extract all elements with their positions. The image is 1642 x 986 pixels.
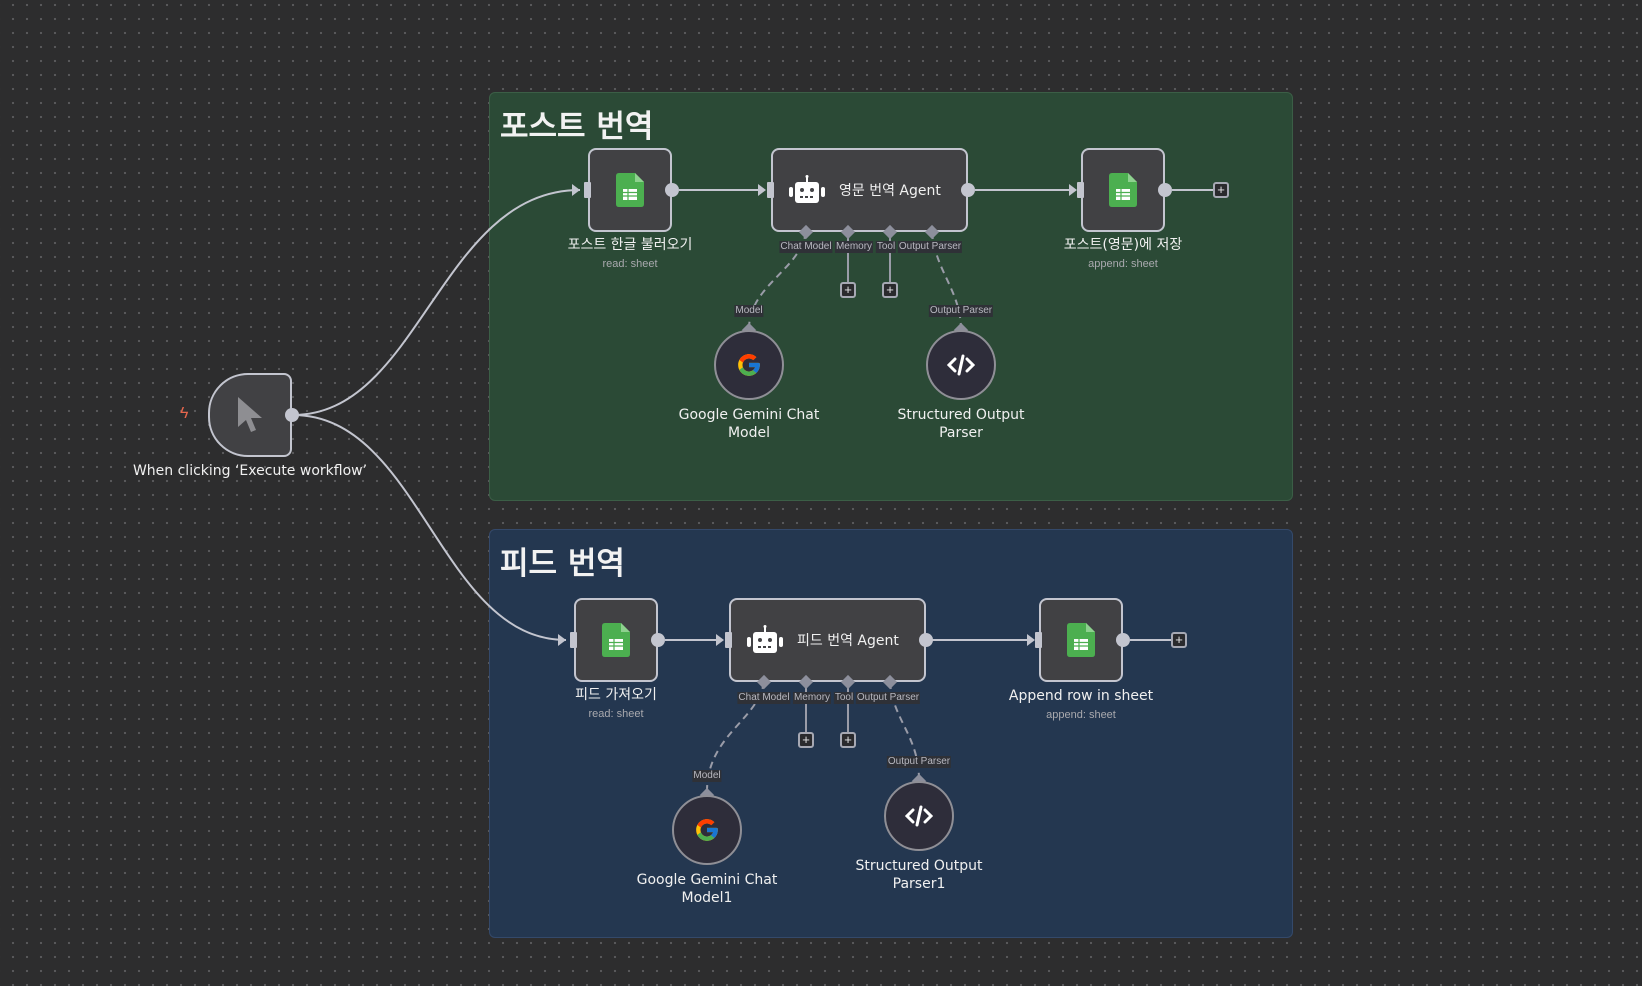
port-label-chat-model: Chat Model <box>737 692 791 704</box>
feed-save-title: Append row in sheet <box>1008 688 1154 704</box>
google-sheets-icon <box>616 173 644 207</box>
feed-read-input-handle[interactable] <box>570 632 577 648</box>
port-label-chat-model: Chat Model <box>779 241 833 253</box>
post-save-node[interactable] <box>1081 148 1165 232</box>
code-icon <box>947 354 975 376</box>
post-save-title: 포스트(영문)에 저장 <box>1063 237 1183 253</box>
feed-add-tool-button[interactable]: + <box>840 732 856 748</box>
port-label-output-parser: Output Parser <box>886 756 952 768</box>
post-save-subtitle: append: sheet <box>1088 258 1158 270</box>
feed-add-next-node-button[interactable]: + <box>1171 632 1187 648</box>
feed-agent-title: 피드 번역 Agent <box>797 633 899 649</box>
port-label-memory: Memory <box>792 692 832 704</box>
feed-parser-node[interactable] <box>884 781 954 851</box>
post-read-output-handle[interactable] <box>665 183 679 197</box>
google-sheets-icon <box>1109 173 1137 207</box>
port-label-memory: Memory <box>834 241 874 253</box>
feed-agent-node[interactable]: 피드 번역 Agent <box>729 598 926 682</box>
google-g-icon <box>696 819 718 841</box>
post-gemini-title: Google Gemini Chat Model <box>674 406 824 442</box>
post-add-tool-button[interactable]: + <box>882 282 898 298</box>
robot-icon <box>747 625 783 653</box>
trigger-node[interactable] <box>208 373 292 457</box>
feed-save-input-handle[interactable] <box>1035 632 1042 648</box>
feed-gemini-title-text: Google Gemini Chat Model1 <box>636 872 778 906</box>
trigger-output-handle[interactable] <box>285 408 299 422</box>
port-label-output-parser: Output Parser <box>855 692 921 704</box>
group-title: 피드 번역 <box>500 546 625 582</box>
feed-save-subtitle: append: sheet <box>1046 709 1116 721</box>
google-g-icon <box>738 354 760 376</box>
feed-read-subtitle: read: sheet <box>588 708 644 720</box>
post-agent-title: 영문 번역 Agent <box>839 183 941 199</box>
feed-agent-output-handle[interactable] <box>919 633 933 647</box>
lightning-bolt-icon: ϟ <box>180 405 189 422</box>
post-agent-output-handle[interactable] <box>961 183 975 197</box>
robot-icon <box>789 175 825 203</box>
post-add-next-node-button[interactable]: + <box>1213 182 1229 198</box>
port-label-tool: Tool <box>833 692 855 704</box>
cursor-pointer-icon <box>238 397 262 432</box>
feed-read-output-handle[interactable] <box>651 633 665 647</box>
feed-read-node[interactable] <box>574 598 658 682</box>
port-label-output-parser: Output Parser <box>928 305 994 317</box>
post-save-output-handle[interactable] <box>1158 183 1172 197</box>
feed-save-node[interactable] <box>1039 598 1123 682</box>
post-gemini-title-text: Google Gemini Chat Model <box>678 407 820 441</box>
post-agent-input-handle[interactable] <box>767 182 774 198</box>
feed-parser-title-text: Structured Output Parser1 <box>855 858 983 892</box>
post-read-node[interactable] <box>588 148 672 232</box>
post-parser-title: Structured Output Parser <box>896 406 1026 442</box>
post-agent-node[interactable]: 영문 번역 Agent <box>771 148 968 232</box>
google-sheets-icon <box>602 623 630 657</box>
post-save-input-handle[interactable] <box>1077 182 1084 198</box>
feed-add-memory-button[interactable]: + <box>798 732 814 748</box>
feed-gemini-node[interactable] <box>672 795 742 865</box>
port-label-tool: Tool <box>875 241 897 253</box>
port-label-model: Model <box>734 305 764 317</box>
post-read-input-handle[interactable] <box>584 182 591 198</box>
feed-agent-input-handle[interactable] <box>725 632 732 648</box>
post-add-memory-button[interactable]: + <box>840 282 856 298</box>
google-sheets-icon <box>1067 623 1095 657</box>
post-parser-title-text: Structured Output Parser <box>897 407 1025 441</box>
post-read-title: 포스트 한글 불러오기 <box>567 237 693 253</box>
post-gemini-node[interactable] <box>714 330 784 400</box>
post-read-subtitle: read: sheet <box>602 258 658 270</box>
feed-parser-title: Structured Output Parser1 <box>854 857 984 893</box>
post-parser-node[interactable] <box>926 330 996 400</box>
feed-save-output-handle[interactable] <box>1116 633 1130 647</box>
port-label-model: Model <box>692 770 722 782</box>
code-icon <box>905 805 933 827</box>
group-title: 포스트 번역 <box>500 109 654 145</box>
feed-gemini-title: Google Gemini Chat Model1 <box>632 871 782 907</box>
trigger-title: When clicking ‘Execute workflow’ <box>132 463 368 479</box>
port-label-output-parser: Output Parser <box>897 241 963 253</box>
feed-read-title: 피드 가져오기 <box>575 687 657 703</box>
